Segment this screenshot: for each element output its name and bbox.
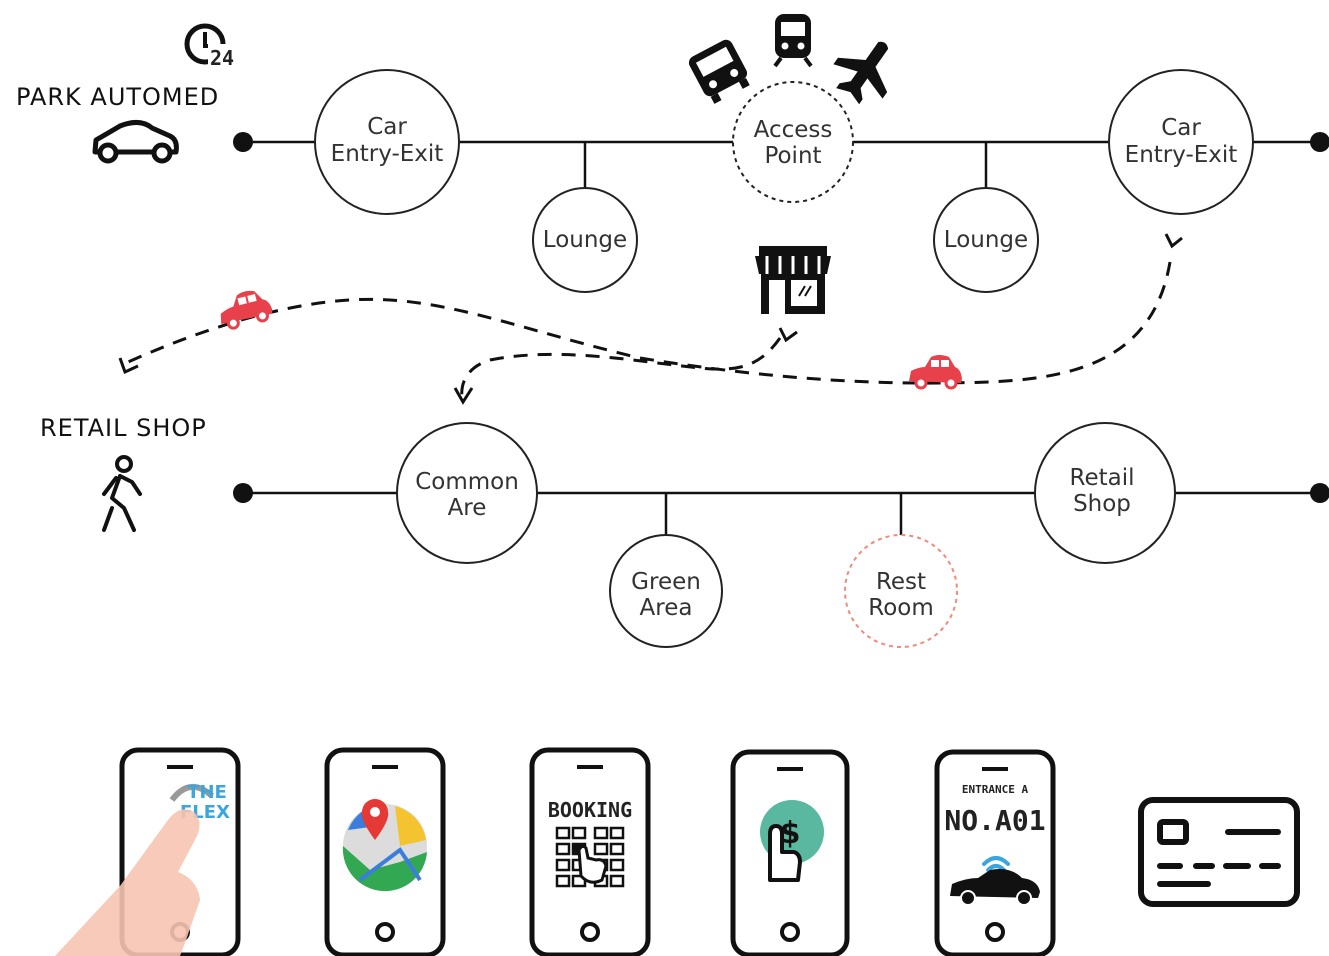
train-icon — [773, 14, 813, 68]
card-icon — [1138, 797, 1300, 907]
svg-text:Lounge: Lounge — [543, 227, 627, 253]
car-outline-icon — [92, 120, 179, 164]
bus-icon — [688, 39, 750, 104]
hand-finger-icon — [55, 809, 200, 956]
svg-text:Point: Point — [764, 143, 821, 169]
node-car-entry-left: Car Entry-Exit — [314, 69, 460, 215]
red-car-icon — [220, 290, 273, 330]
phone-flex: THE FLEX — [55, 747, 241, 956]
park-title: PARK AUTOMED — [16, 83, 219, 111]
svg-text:Entry-Exit: Entry-Exit — [1125, 142, 1238, 168]
node-rest-room: Rest Room — [844, 534, 958, 648]
node-car-entry-right: Car Entry-Exit — [1108, 69, 1254, 215]
node-retail-shop: Retail Shop — [1034, 422, 1176, 564]
bottom-line-end-dot — [1310, 483, 1329, 503]
red-car-icon — [909, 355, 962, 390]
store-icon — [755, 246, 831, 314]
bottom-line-start-dot — [233, 483, 253, 503]
tap-hand-icon — [768, 824, 802, 882]
route-arrows — [118, 233, 1183, 405]
phone-payment: $ — [730, 749, 850, 956]
svg-text:Shop: Shop — [1073, 491, 1131, 517]
svg-text:Rest: Rest — [876, 569, 926, 595]
seat-grid-icon — [555, 826, 625, 888]
svg-text:ENTRANCE A: ENTRANCE A — [962, 783, 1029, 796]
clock-24-icon: 24 — [184, 23, 240, 70]
map-pin-icon — [361, 799, 389, 840]
node-access-point: Access Point — [732, 81, 854, 203]
clock-label: 24 — [210, 46, 234, 70]
node-lounge-right: Lounge — [933, 187, 1039, 293]
svg-text:Car: Car — [1161, 115, 1201, 141]
svg-text:Room: Room — [868, 595, 934, 621]
svg-text:BOOKING: BOOKING — [548, 798, 632, 822]
node-lounge-left: Lounge — [532, 187, 638, 293]
top-line-start-dot — [233, 132, 253, 152]
route-store-to-common — [460, 337, 782, 399]
phone-map — [324, 747, 446, 956]
retail-title: RETAIL SHOP — [40, 414, 207, 442]
svg-text:Area: Area — [640, 595, 693, 621]
svg-text:Access: Access — [754, 117, 833, 143]
svg-text:Common: Common — [415, 469, 519, 495]
top-line-end-dot — [1310, 132, 1329, 152]
svg-text:$: $ — [780, 816, 801, 851]
svg-text:Entry-Exit: Entry-Exit — [331, 141, 444, 167]
route-park-to-retail — [127, 261, 1172, 385]
car-icon — [950, 869, 1040, 906]
svg-text:Lounge: Lounge — [944, 227, 1028, 253]
phone-booking: BOOKING — [529, 747, 651, 956]
svg-text:Are: Are — [448, 495, 487, 521]
svg-text:Retail: Retail — [1070, 465, 1135, 491]
phone-entrance: ENTRANCE A NO.A01 — [934, 749, 1056, 956]
node-green-area: Green Area — [609, 534, 723, 648]
node-common-area: Common Are — [396, 422, 538, 564]
walking-person-icon — [102, 455, 142, 532]
svg-text:NO.A01: NO.A01 — [944, 804, 1045, 837]
svg-text:Green: Green — [631, 569, 701, 595]
svg-text:Car: Car — [367, 114, 407, 140]
svg-text:THE: THE — [187, 782, 227, 803]
plane-icon — [833, 41, 889, 105]
